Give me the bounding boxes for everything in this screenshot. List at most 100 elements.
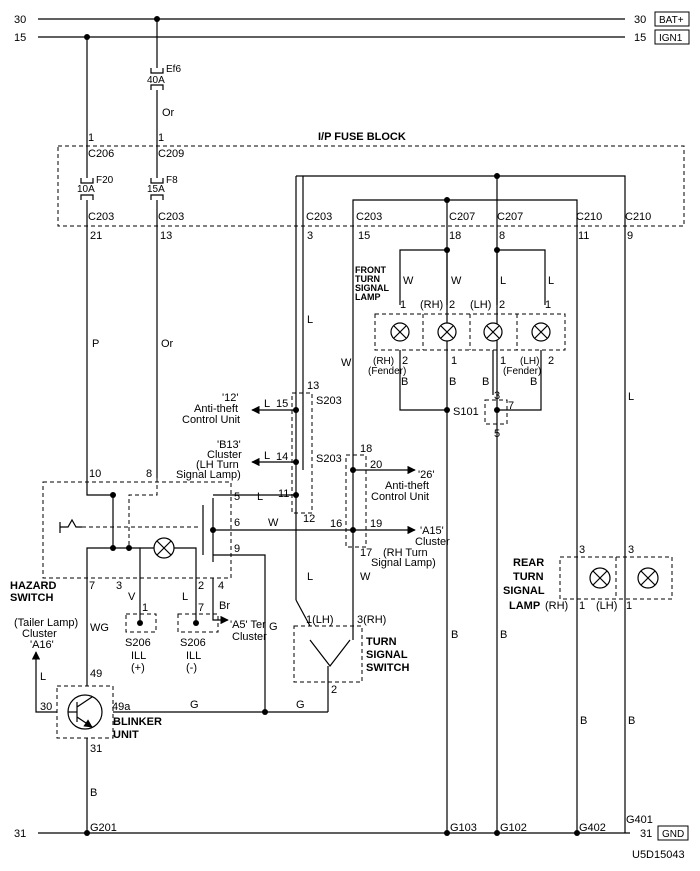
wire-color-l-b13: L xyxy=(264,450,270,462)
rear-title-2: TURN xyxy=(513,571,544,583)
s203b-label: S203 xyxy=(316,453,342,465)
front-wire-b-1: B xyxy=(401,376,408,388)
c206-pin1: 1 xyxy=(88,132,94,144)
blinker-pin49: 49 xyxy=(90,668,102,680)
hazard-pin9: 9 xyxy=(234,543,240,555)
wire-color-l-to-switch: L xyxy=(307,571,313,583)
hazard-wire-br: Br xyxy=(219,600,230,612)
rear-lh-label: (LH) xyxy=(596,600,617,612)
front-lh-fender-pin1: 1 xyxy=(545,299,551,311)
rear-title-4: LAMP xyxy=(509,600,540,612)
lamp-front-rh-icon xyxy=(437,322,457,342)
hazard-pin2: 2 xyxy=(198,580,204,592)
front-lh-fender-1: (LH) xyxy=(520,356,539,367)
front-lamp-title-3: SIGNAL xyxy=(355,283,390,293)
splice-s206-minus: 7 S206 ILL (-) xyxy=(177,602,219,674)
dest-b13-1: 'B13' xyxy=(217,439,241,451)
s206-plus-label: S206 xyxy=(125,637,151,649)
blinker-title-1: BLINKER xyxy=(113,716,162,728)
s206-plus-ill: ILL xyxy=(131,650,146,662)
blinker-unit: WG 49 49a 30 BLINKER UNIT 31 B G201 xyxy=(40,578,162,834)
front-lamp-title-4: LAMP xyxy=(355,292,381,302)
front-wire-b-2: B xyxy=(449,376,456,388)
hazard-pin10: 10 xyxy=(89,468,101,480)
front-lamp-title-1: FRONT xyxy=(355,265,386,275)
dest-12-1: '12' xyxy=(222,392,238,404)
c210-label-1: C210 xyxy=(576,211,602,223)
wire-color-or-2: Or xyxy=(161,338,174,350)
front-rh-fender-pin1: 1 xyxy=(400,299,406,311)
blinker-wire-g-2: G xyxy=(296,699,305,711)
wire-color-w-to-switch: W xyxy=(360,571,371,583)
front-wire-w-1: W xyxy=(403,275,414,287)
wire-color-or-1: Or xyxy=(162,107,175,119)
c203-pin21: 21 xyxy=(90,230,102,242)
tss-title-1: TURN xyxy=(366,636,397,648)
f20-rating: 10A xyxy=(77,184,95,195)
front-wire-b-4: B xyxy=(530,376,537,388)
rail-gnd: 31 31 GND xyxy=(14,825,689,841)
c210-label-2: C210 xyxy=(625,211,651,223)
dest-a16-3: 'A16' xyxy=(30,639,54,651)
rail-gnd-num-left: 31 xyxy=(14,828,26,840)
front-rh-fender-2: (Fender) xyxy=(368,366,406,377)
c210-pin9: 9 xyxy=(627,230,633,242)
f8-label: F8 xyxy=(166,175,178,186)
dest-12-3: Control Unit xyxy=(182,414,240,426)
hazard-pin5: 5 xyxy=(234,491,240,503)
hazard-pin3: 3 xyxy=(116,580,122,592)
wire-color-l-a16: L xyxy=(40,671,46,683)
dest-a15-4: Signal Lamp) xyxy=(371,557,436,569)
c206-label: C206 xyxy=(88,148,114,160)
front-wire-w-2: W xyxy=(451,275,462,287)
hazard-pin6: 6 xyxy=(234,517,240,529)
front-turn-signal-lamp: FRONT TURN SIGNAL LAMP W W L L 1 (RH) 2 … xyxy=(355,247,566,413)
rail-bat-label: BAT+ xyxy=(659,15,684,26)
hazard-pin8: 8 xyxy=(146,468,152,480)
front-rh-label: (RH) xyxy=(420,299,443,311)
footer-code: U5D15043 xyxy=(632,849,685,861)
s203a-pin13: 13 xyxy=(307,380,319,392)
fuse-ef6: Ef6 40A Or xyxy=(147,19,181,130)
c203-label-1: C203 xyxy=(88,211,114,223)
ef6-rating: 40A xyxy=(147,75,165,86)
rail-gnd-label: GND xyxy=(662,829,684,840)
hazard-wire-g: G xyxy=(269,621,278,633)
dest-b13-4: Signal Lamp) xyxy=(176,469,241,481)
blinker-pin49a: 49a xyxy=(112,701,131,713)
ground-g102: G102 xyxy=(500,822,527,834)
dest-12-2: Anti-theft xyxy=(194,403,238,415)
rear-title-3: SIGNAL xyxy=(503,585,545,597)
s206-minus-sign: (-) xyxy=(186,662,197,674)
rear-lh-pin3: 3 xyxy=(628,544,634,556)
front-rh-pin2: 2 xyxy=(449,299,455,311)
wire-color-b-g402: B xyxy=(580,715,587,727)
tss-title-3: SWITCH xyxy=(366,662,409,674)
wire-color-b-g103: B xyxy=(451,629,458,641)
hazard-wire-l: L xyxy=(257,491,263,503)
front-rh-pin1: 1 xyxy=(451,355,457,367)
dest-26-1: '26' xyxy=(418,469,434,481)
lamp-front-lh-icon xyxy=(483,322,503,342)
s206-minus-label: S206 xyxy=(180,637,206,649)
front-wire-l-1: L xyxy=(500,275,506,287)
c207-label-2: C207 xyxy=(497,211,523,223)
rail-ign-num-right: 15 xyxy=(634,32,646,44)
f8-rating: 15A xyxy=(147,184,165,195)
c203-pin13: 13 xyxy=(160,230,172,242)
front-lh-fender-pin2: 2 xyxy=(548,355,554,367)
rear-rh-pin1: 1 xyxy=(579,600,585,612)
s203a-pin15: 15 xyxy=(276,398,288,410)
c203-pin3: 3 xyxy=(307,230,313,242)
c210-pin11: 11 xyxy=(578,230,589,242)
s203a-pin11: 11 xyxy=(278,488,289,500)
s101-pin5: 5 xyxy=(494,428,500,440)
tss-title-2: SIGNAL xyxy=(366,649,408,661)
lamp-rear-rh-icon xyxy=(589,567,611,589)
splice-s203-upper: 13 S203 15 14 11 12 xyxy=(276,380,342,525)
wire-color-b-g102: B xyxy=(500,629,507,641)
ground-g103: G103 xyxy=(450,822,477,834)
s206-plus-pin1: 1 xyxy=(142,602,148,614)
ground-g401: G401 xyxy=(626,814,653,826)
